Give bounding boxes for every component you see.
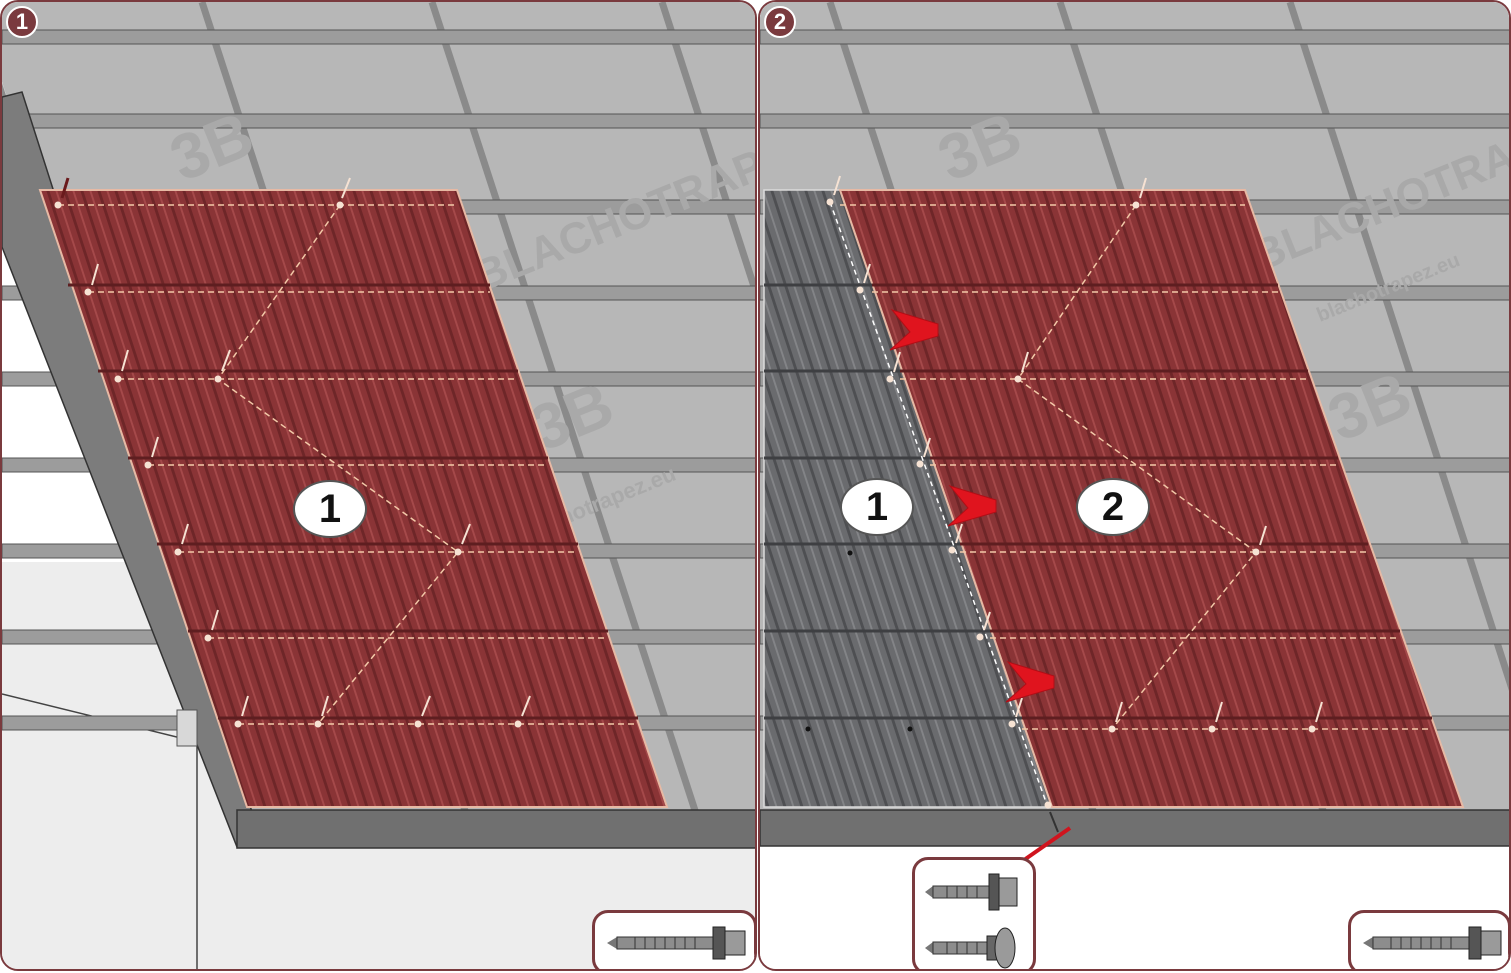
step-number-badge: 1	[6, 6, 38, 38]
sheet-1-label: 1	[293, 480, 367, 538]
hex-head-screw-icon	[925, 874, 1017, 910]
eave-board	[237, 810, 757, 848]
fastener-icons	[915, 860, 1039, 971]
hex-head-screw-icon	[1351, 913, 1511, 971]
screw-detail-box	[1348, 910, 1511, 971]
wafer-head-screw-icon	[925, 928, 1015, 968]
step-number-badge: 2	[764, 6, 796, 38]
sheet-1-label: 1	[840, 478, 914, 536]
bracket	[177, 710, 197, 746]
step-2-panel: 3B BLACHOTRAPEZ 3B blachotrapez.eu	[758, 0, 1511, 971]
sheet-2-label: 2	[1076, 478, 1150, 536]
step-1-roof-scene: 3B BLACHOTRAPEZ 3B blachotrapez.eu	[2, 2, 757, 971]
screw-detail-box	[592, 910, 757, 971]
hex-head-screw-icon	[595, 913, 757, 971]
step-1-panel: 3B BLACHOTRAPEZ 3B blachotrapez.eu	[0, 0, 757, 971]
fastener-detail-box	[912, 857, 1036, 971]
eave-board	[760, 810, 1511, 846]
